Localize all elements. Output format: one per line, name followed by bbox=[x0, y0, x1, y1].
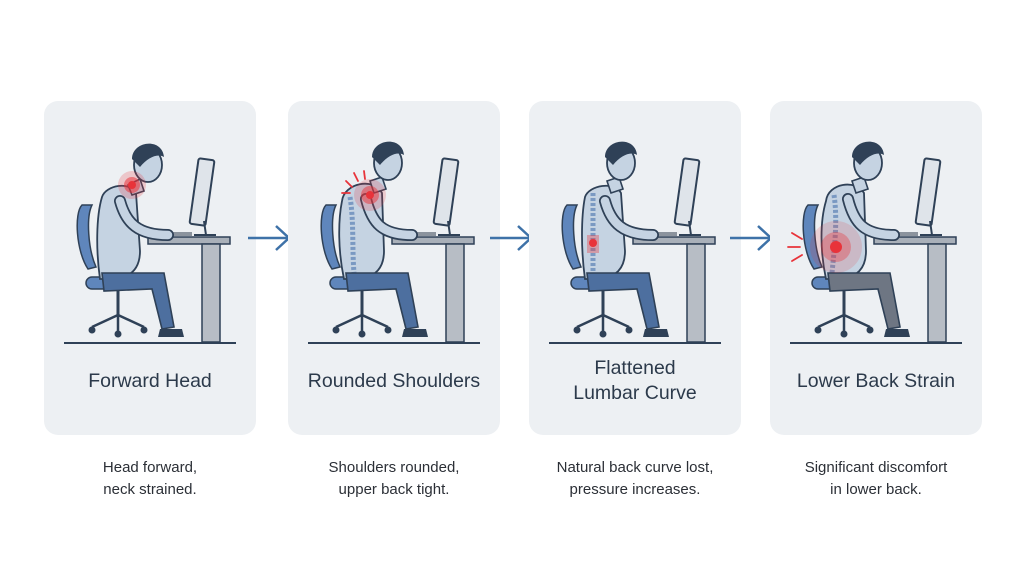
caption-line-1: Head forward, bbox=[102, 459, 198, 476]
title-line-1: Flattened bbox=[594, 357, 676, 379]
title-line-2: Lumbar Curve bbox=[573, 382, 697, 404]
step-title: Lower Back Strain bbox=[796, 369, 956, 392]
step-flattened-lumbar-curve: Flattened Lumbar Curve Natural back curv… bbox=[529, 101, 741, 501]
arrow-right-icon bbox=[248, 225, 291, 251]
computer-monitor-icon bbox=[188, 157, 216, 236]
step-card: Forward Head bbox=[44, 101, 256, 435]
pain-indicator-icon bbox=[787, 221, 862, 273]
step-card: Rounded Shoulders bbox=[288, 101, 500, 435]
posture-progression: Forward Head Head forward, neck strained… bbox=[0, 101, 1024, 501]
computer-monitor-icon bbox=[673, 157, 701, 236]
posture-illustration bbox=[308, 141, 480, 344]
seated-figure bbox=[64, 143, 236, 344]
step-lower-back-strain: Lower Back Strain Significant discomfort… bbox=[770, 101, 982, 501]
caption-line-1: Natural back curve lost, bbox=[556, 459, 714, 476]
step-title: Forward Head bbox=[88, 369, 212, 392]
pain-indicator-icon bbox=[118, 171, 146, 199]
spine-icon bbox=[829, 194, 839, 274]
caption-line-2: upper back tight. bbox=[338, 481, 450, 498]
computer-monitor-icon bbox=[432, 157, 460, 236]
caption-line-2: in lower back. bbox=[830, 481, 922, 498]
caption-line-2: neck strained. bbox=[103, 481, 197, 498]
pain-indicator-icon bbox=[587, 235, 599, 253]
desk bbox=[147, 236, 231, 343]
step-card: Flattened Lumbar Curve bbox=[529, 101, 741, 435]
step-card: Lower Back Strain bbox=[770, 101, 982, 435]
pain-indicator-icon bbox=[341, 170, 386, 211]
step-title: Rounded Shoulders bbox=[307, 369, 481, 392]
step-caption: Significant discomfort in lower back. bbox=[770, 457, 982, 501]
step-rounded-shoulders: Rounded Shoulders Shoulders rounded, upp… bbox=[288, 101, 500, 501]
step-forward-head: Forward Head Head forward, neck strained… bbox=[44, 101, 256, 501]
computer-monitor-icon bbox=[914, 157, 942, 236]
spine-icon bbox=[347, 196, 357, 274]
caption-line-1: Shoulders rounded, bbox=[328, 459, 460, 476]
step-caption: Head forward, neck strained. bbox=[44, 457, 256, 501]
posture-illustration bbox=[549, 141, 721, 344]
arrow-right-icon bbox=[730, 225, 773, 251]
caption-line-1: Significant discomfort bbox=[804, 459, 948, 476]
posture-illustration bbox=[64, 143, 236, 344]
posture-illustration bbox=[787, 141, 962, 344]
caption-line-2: pressure increases. bbox=[569, 481, 701, 498]
step-caption: Natural back curve lost, pressure increa… bbox=[529, 457, 741, 501]
step-caption: Shoulders rounded, upper back tight. bbox=[288, 457, 500, 501]
step-title: Flattened Lumbar Curve bbox=[529, 349, 741, 413]
